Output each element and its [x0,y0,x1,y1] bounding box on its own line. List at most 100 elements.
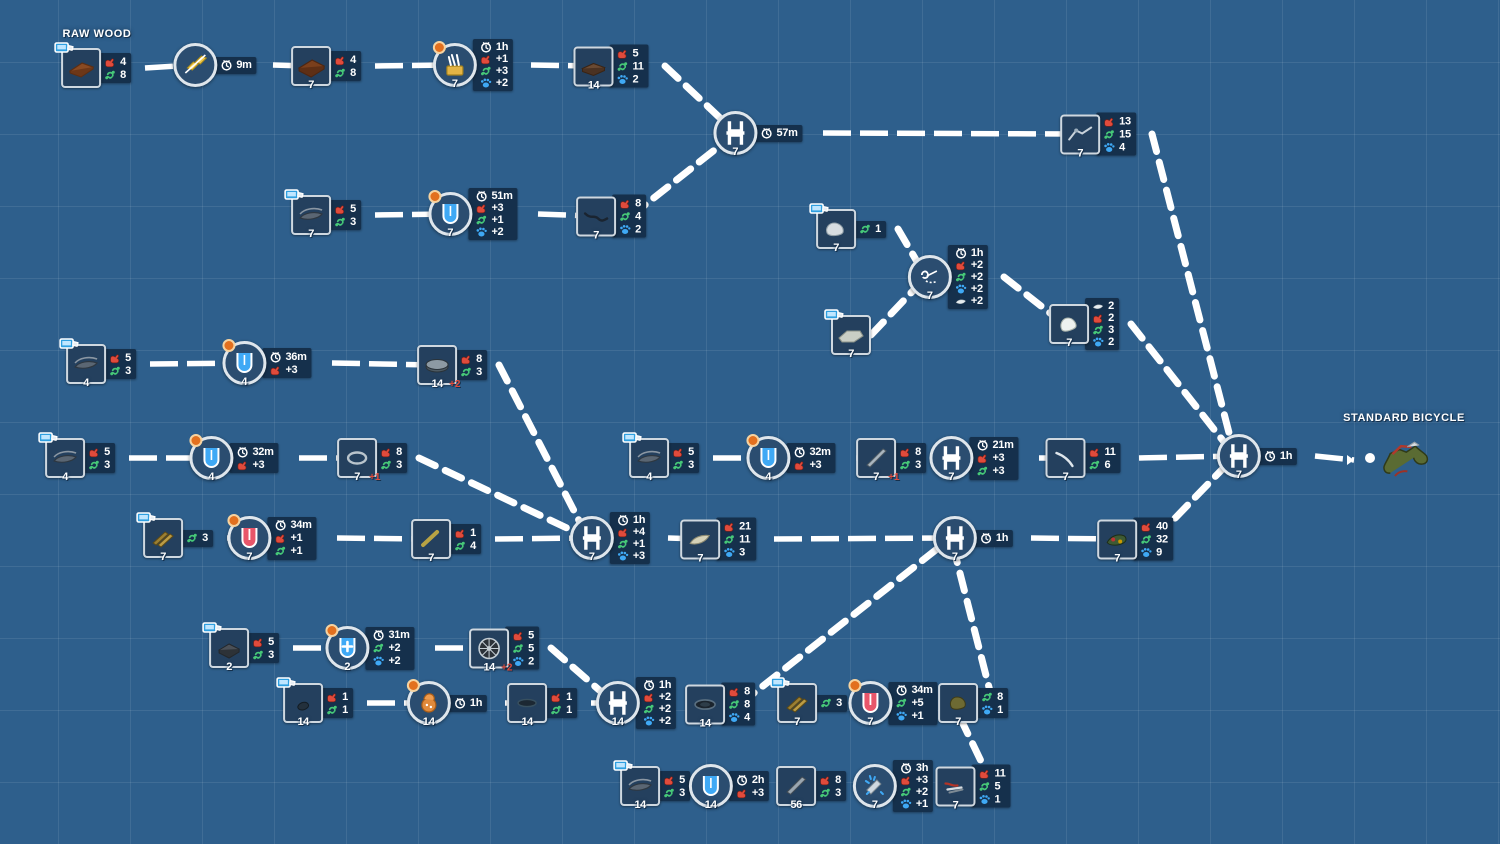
process-bending-icon[interactable]: 7 [929,436,974,483]
item-chain-icon[interactable]: 7 [935,766,976,811]
hub-drivetrain-icon[interactable]: 7 [932,516,977,563]
process-smelter-d-icon[interactable]: 14 [688,764,733,811]
process-saw-icon[interactable] [173,43,218,87]
process-saw[interactable]: 9m [173,43,257,87]
item-bronze-gear-icon[interactable]: 7 [938,683,979,728]
item-leather-hide-icon[interactable]: 7 [284,189,332,240]
item-metal-ring-icon[interactable]: 7+1 [337,438,380,483]
item-iron-ore-a-icon[interactable]: 4 [59,338,107,389]
item-metal-bar-icon[interactable]: 7+1 [856,438,899,483]
hub-frame-assembly-icon[interactable]: 7 [713,111,758,158]
item-iron-ore-b-icon[interactable]: 4 [38,432,86,483]
item-handlebar-icon[interactable]: 7 [1045,438,1086,483]
item-rubber-sap-icon[interactable]: 14 [276,677,324,728]
process-shaping-icon[interactable]: 7 [907,255,952,302]
process-smelter-b-icon[interactable]: 4 [189,434,234,483]
item-raw-wood-icon[interactable] [54,42,102,88]
item-bicycle-frame-icon[interactable]: 7 [1060,114,1101,159]
item-stone-icon[interactable]: 7 [809,203,857,254]
item-ceramic-part-icon[interactable]: 7 [1049,304,1090,349]
item-clay[interactable]: 7 [824,309,871,360]
item-steel-ingot-icon[interactable]: 56 [776,766,817,811]
process-smelter-a-icon[interactable]: 4 [222,339,267,388]
process-forge-icon[interactable]: 7 [227,514,272,563]
process-kiln-icon[interactable]: 14 [406,679,451,728]
item-rubber-tube-icon[interactable]: 14 [507,683,548,728]
process-hammering-icon[interactable]: 7 [852,764,897,811]
standard-bicycle-icon[interactable] [1375,428,1441,492]
process-workbench-icon[interactable]: 7 [432,41,477,90]
item-brass-pin-icon[interactable]: 7 [411,519,452,564]
hub-tire-assembly-icon[interactable]: 14 [595,681,640,728]
item-wood-plank-icon[interactable]: 7 [291,46,332,91]
item-leather-strap-icon[interactable]: 7 [576,196,617,241]
process-chem-lab-icon[interactable]: 2 [325,624,370,673]
process-smelter-c-icon[interactable]: 4 [746,434,791,483]
item-wheel-set-icon[interactable]: 7 [680,519,721,564]
item-tire-icon[interactable]: 14 [685,684,726,729]
item-coal-icon[interactable]: 2 [202,622,250,673]
hub-wheel-assembly-icon[interactable]: 7 [569,516,614,563]
item-iron-ore-d-icon[interactable]: 14 [613,760,661,811]
item-clay-icon[interactable]: 7 [824,309,871,360]
item-metal-disc-icon[interactable]: 14+2 [417,345,460,390]
process-forge-b-icon[interactable]: 7 [848,679,893,728]
item-brass-rod-icon[interactable]: 7 [136,512,184,563]
item-iron-ore-c-icon[interactable]: 4 [622,432,670,483]
hub-final-assembly-icon[interactable]: 7 [1216,434,1261,481]
item-drivetrain-icon[interactable]: 7 [1097,519,1138,564]
item-spoked-wheel-icon[interactable]: 14+2 [469,628,512,673]
process-tanning-vat-icon[interactable]: 7 [428,190,473,239]
item-brass-scrap-icon[interactable]: 7 [770,677,818,728]
item-wood-block-icon[interactable]: 14 [573,46,614,91]
